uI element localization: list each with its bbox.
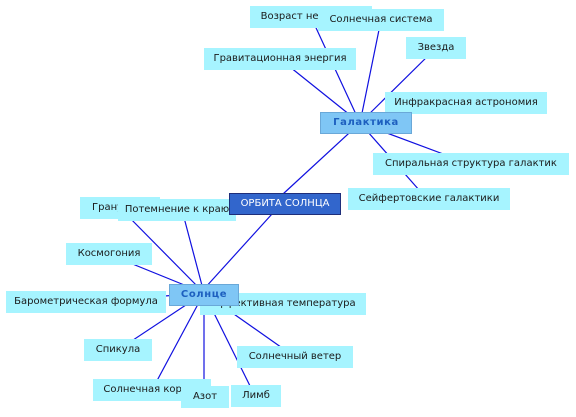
node-gravitational-energy[interactable]: Гравитационная энергия bbox=[204, 48, 356, 70]
node-star[interactable]: Звезда bbox=[406, 37, 466, 59]
edge-sun-limb-darkening bbox=[181, 209, 205, 294]
node-solar-wind[interactable]: Солнечный ветер bbox=[237, 346, 353, 368]
edge-sun-granulation bbox=[119, 207, 205, 294]
node-solar-system[interactable]: Солнечная система bbox=[318, 9, 444, 31]
node-limb[interactable]: Лимб bbox=[231, 385, 281, 407]
edge-root-galaxy bbox=[282, 122, 361, 195]
edge-root-sun bbox=[203, 213, 273, 290]
node-nitrogen[interactable]: Азот bbox=[181, 386, 229, 408]
node-cosmogony[interactable]: Космогония bbox=[66, 243, 152, 265]
edge-galaxy-solar-system bbox=[359, 19, 382, 124]
node-effective-temperature[interactable]: Эффективная температура bbox=[200, 293, 366, 315]
hub-galaxy[interactable]: Галактика bbox=[320, 112, 412, 134]
hub-sun[interactable]: Солнце bbox=[169, 284, 239, 306]
node-spiral-structure[interactable]: Спиральная структура галактик bbox=[373, 153, 569, 175]
edge-galaxy-star bbox=[359, 47, 437, 124]
node-limb-darkening[interactable]: Потемнение к краю bbox=[118, 199, 236, 221]
node-infrared-astronomy[interactable]: Инфракрасная астрономия bbox=[385, 92, 547, 114]
node-barometric-formula[interactable]: Барометрическая формула bbox=[6, 291, 166, 313]
node-spicule[interactable]: Спикула bbox=[84, 339, 152, 361]
root-node[interactable]: ОРБИТА СОЛНЦА bbox=[229, 193, 341, 215]
edge-sun-corona bbox=[151, 292, 205, 391]
node-seyfert-galaxies[interactable]: Сейфертовские галактики bbox=[348, 188, 510, 210]
edge-galaxy-age bbox=[310, 16, 361, 124]
